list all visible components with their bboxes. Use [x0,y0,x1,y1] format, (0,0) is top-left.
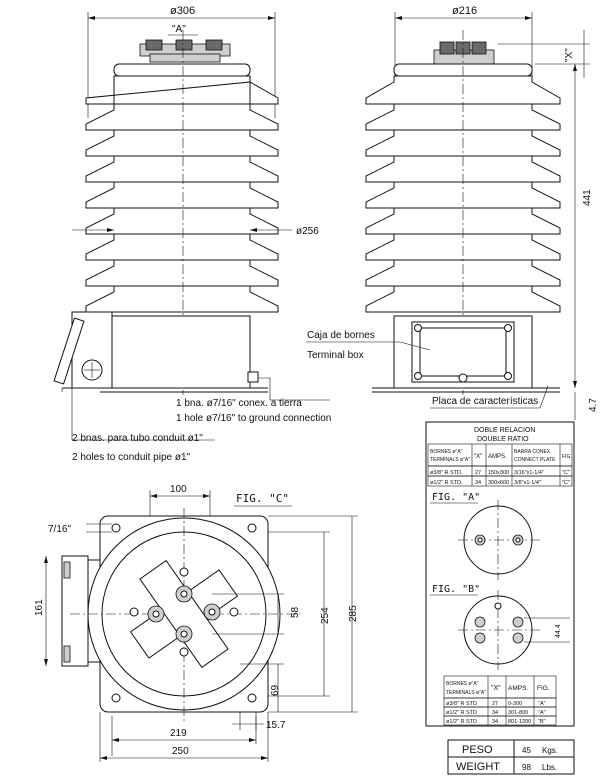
info-panel: DOBLE RELACION DOUBLE RATIO BORNES ø"A" … [425,421,575,727]
dr-h-fig: FIG. [562,454,572,460]
conduit-note-es: 2 bnas. para tubo conduit ø1" [72,433,203,444]
sr-h-terminals: TERMINALS ø"A" [446,690,486,696]
peso-label: PESO [462,744,493,756]
front-insulator-sheds [85,75,279,313]
weight-label: WEIGHT [456,761,500,773]
fig-b-drawing [458,590,540,670]
bottom-dim-100: 100 [170,484,187,495]
dr-cell: 3/16"x1-1/4" [514,470,544,476]
terminal-box-label-en: Terminal box [307,350,364,361]
bottom-view: 100 FIG. "C" [34,484,359,762]
dr-h-x: "X" [474,454,482,460]
front-fig-a-ref: "A" [172,24,186,35]
front-terminal-bolts [145,39,223,63]
bottom-dim-15-7: 15.7 [266,720,286,731]
sr-cell: 34 [492,719,498,725]
sr-cell: 801-1200 [508,719,531,725]
dr-cell: "C" [562,480,570,486]
side-dim-441: 441 [582,189,593,206]
dr-row-2: ø1/2" R STD. 34 300x600 3/8"x1-1/4" "C" [430,480,570,486]
sr-row-1: ø3/8" R STD 27 0-300 "A" [446,701,546,707]
front-view: ø306 "A" ø256 [53,5,319,395]
front-dim-306: ø306 [170,5,195,17]
fig-a-drawing [458,500,540,580]
sr-row-2: ø1/2" R STD 34 301-800 "A" [446,710,546,716]
dr-h-barra: BARRA CONEX. [514,449,552,455]
sr-cell: 27 [492,701,498,707]
dr-cell: 34 [475,480,481,486]
dr-cell: 3/8"x1-1/4" [514,480,541,486]
conduit-note-en: 2 holes to conduit pipe ø1" [72,452,191,463]
front-dim-256: ø256 [296,226,319,237]
sr-h-fig: FIG. [537,685,550,692]
dr-cell: 150x300 [488,470,509,476]
dr-h-bornes: BORNES ø"A" [430,449,463,455]
sr-row-3: ø1/2" R STD 34 801-1200 "B" [446,719,546,725]
dr-h-plate: CONNECT PLATE [514,457,556,463]
dr-cell: 27 [475,470,481,476]
fig-a-label: FIG. "A" [432,492,480,503]
sr-cell: "B" [538,719,546,725]
sr-cell: "A" [538,710,546,716]
sr-h-bornes: BORNES ø"A" [446,681,479,687]
dr-cell: "C" [562,470,570,476]
sr-cell: 34 [492,710,498,716]
sr-cell: "A" [538,701,546,707]
dr-h-terminals: TERMINALS ø"A" [430,457,470,463]
peso-value: 45 [522,746,531,755]
sr-cell: 0-300 [508,701,522,707]
side-dim-x: "X" [564,48,575,62]
sr-cell: ø1/2" R STD [446,719,477,725]
ground-note-en: 1 hole ø7/16" to ground connection [176,413,331,424]
double-ratio-title-es: DOBLE RELACION [474,427,535,434]
fig-c-label: FIG. "C" [236,492,289,505]
dr-cell: 300x600 [488,480,509,486]
connect-plate [129,559,239,669]
sr-h-amps: AMPS. [508,685,528,692]
double-ratio-table: DOBLE RELACION DOUBLE RATIO BORNES ø"A" … [427,427,573,487]
fig-b-dim: 44.4 [555,624,562,638]
dr-row-1: ø3/8" R STD. 27 150x300 3/16"x1-1/4" "C" [430,470,570,476]
weight-value: 98 [522,763,531,772]
sr-cell: ø1/2" R STD [446,710,477,716]
bottom-dim-58: 58 [290,606,301,618]
terminal-box-label-es: Caja de bornes [307,330,375,341]
weight-unit: Lbs. [542,763,557,772]
peso-unit: Kgs. [542,746,558,755]
sr-cell: 301-800 [508,710,528,716]
side-view: ø216 "X" 441 [306,5,599,420]
ground-note-es: 1 bna. ø7/16" conex. a tierra [176,398,302,409]
bottom-dim-285: 285 [348,605,359,622]
dr-cell: ø3/8" R STD. [430,470,463,476]
weight-table: PESO 45 Kgs. WEIGHT 98 Lbs. [447,739,575,775]
double-ratio-title-en: DOUBLE RATIO [477,436,529,443]
dr-h-amps: AMPS. [488,454,507,460]
side-dim-4-7: 4.7 [588,398,599,412]
dr-cell: ø1/2" R STD. [430,480,463,486]
sr-cell: ø3/8" R STD [446,701,477,707]
nameplate-label: Placa de características [432,396,538,407]
bottom-dim-161: 161 [34,599,45,616]
bottom-dim-219: 219 [170,728,187,739]
sr-h-x: "X" [491,685,501,692]
bottom-dim-7-16: 7/16" [48,524,71,535]
single-ratio-table: BORNES ø"A" TERMINALS ø"A" "X" AMPS. FIG… [443,675,557,726]
fig-b-label: FIG. "B" [432,584,480,595]
side-dim-216: ø216 [452,5,477,17]
bottom-dim-250: 250 [172,746,189,757]
bottom-dim-69: 69 [270,684,281,696]
bottom-dim-254: 254 [320,607,331,624]
